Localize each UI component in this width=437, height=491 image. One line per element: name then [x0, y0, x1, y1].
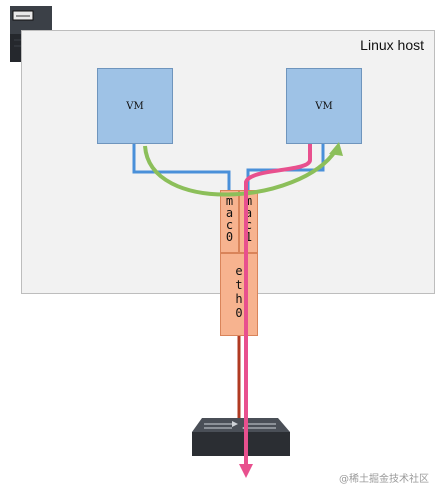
pink-flow [244, 144, 312, 465]
green-flow-arrowhead [329, 142, 343, 156]
watermark: @稀土掘金技术社区 [339, 474, 429, 485]
green-flow [143, 145, 338, 197]
vm-left: VM [97, 68, 173, 144]
blue-link-left [132, 144, 231, 190]
vm-right-label: VM [315, 100, 333, 112]
vm-left-label: VM [126, 100, 144, 112]
host-label: Linux host [360, 37, 424, 53]
pink-flow-arrowhead [239, 464, 253, 478]
vm-right: VM [286, 68, 362, 144]
